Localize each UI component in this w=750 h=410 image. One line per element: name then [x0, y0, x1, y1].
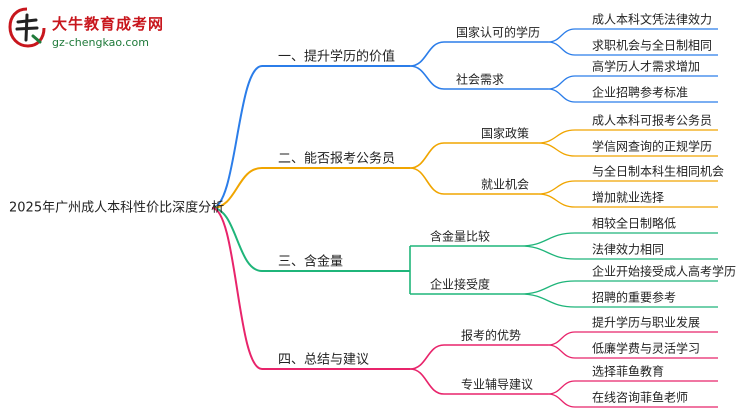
site-logo[interactable]: 大牛教育成考网 gz-chengkao.com: [6, 6, 166, 54]
leaf-label: 企业招聘参考标准: [592, 85, 688, 100]
leaf-label: 高学历人才需求增加: [592, 59, 700, 74]
subtopic-label: 国家认可的学历: [456, 25, 540, 40]
branch-label: 四、总结与建议: [278, 353, 369, 368]
leaf-label: 招聘的重要参考: [592, 290, 676, 305]
leaf-label: 法律效力相同: [592, 242, 664, 257]
subtopic-label: 就业机会: [481, 178, 529, 192]
leaf-label: 增加就业选择: [592, 191, 664, 205]
branch-link: [211, 65, 263, 209]
subtopic-label: 社会需求: [456, 72, 504, 87]
daniu-logo-icon: [8, 7, 46, 48]
subtopic-label: 报考的优势: [461, 328, 521, 343]
mindmap-links: [211, 28, 718, 408]
leaf-label: 学信网查询的正规学历: [592, 139, 712, 154]
leaf-link: [547, 344, 576, 359]
leaf-label: 求职机会与全日制相同: [592, 38, 712, 53]
leaf-link: [519, 293, 576, 308]
leaf-label: 低廉学费与灵活学习: [592, 341, 700, 356]
branch-label: 三、含金量: [278, 254, 343, 270]
subtopic-link: [409, 344, 445, 370]
leaf-link: [519, 280, 576, 295]
root-topic: 2025年广州成人本科性价比深度分析: [9, 200, 224, 216]
subtopic-link: [409, 142, 445, 169]
subtopic-label: 国家政策: [481, 126, 529, 141]
leaf-link: [547, 75, 576, 90]
leaf-label: 提升学历与职业发展: [592, 315, 700, 330]
branch-link: [211, 207, 263, 370]
subtopic-label: 专业辅导建议: [461, 377, 533, 392]
leaf-label: 企业开始接受成人高考学历: [592, 264, 736, 279]
leaf-link: [537, 180, 576, 195]
leaf-label: 在线咨询菲鱼老师: [592, 390, 688, 405]
leaf-label: 成人本科文凭法律效力: [592, 12, 712, 27]
leaf-label: 与全日制本科生相同机会: [592, 164, 724, 179]
leaf-link: [547, 41, 576, 56]
subtopic-link: [409, 65, 445, 90]
leaf-label: 选择菲鱼教育: [592, 364, 664, 379]
leaf-link: [547, 380, 576, 395]
subtopic-link: [409, 167, 445, 195]
leaf-link: [537, 193, 576, 208]
mindmap-nodes: 2025年广州成人本科性价比深度分析 一、提升学历的价值 国家认可的学历 成人本科文凭…: [9, 12, 736, 405]
leaf-link: [537, 129, 576, 144]
leaf-label: 相较全日制略低: [592, 216, 676, 231]
leaf-link: [547, 88, 576, 103]
leaf-link: [547, 331, 576, 346]
branch-label: 二、能否报考公务员: [278, 151, 395, 167]
branch-link: [211, 167, 263, 209]
leaf-link: [547, 393, 576, 408]
logo-title: 大牛教育成考网: [52, 15, 165, 33]
subtopic-link: [409, 368, 445, 395]
logo-url: gz-chengkao.com: [52, 36, 149, 49]
leaf-link: [519, 232, 576, 247]
subtopic-label: 含金量比较: [430, 229, 490, 244]
subtopic-label: 企业接受度: [430, 277, 490, 292]
leaf-link: [547, 28, 576, 43]
leaf-label: 成人本科可报考公务员: [592, 113, 712, 128]
subtopic-link: [409, 41, 445, 67]
leaf-link: [519, 245, 576, 260]
leaf-link: [537, 142, 576, 157]
branch-link: [211, 207, 263, 272]
branch-label: 一、提升学历的价值: [278, 49, 395, 65]
